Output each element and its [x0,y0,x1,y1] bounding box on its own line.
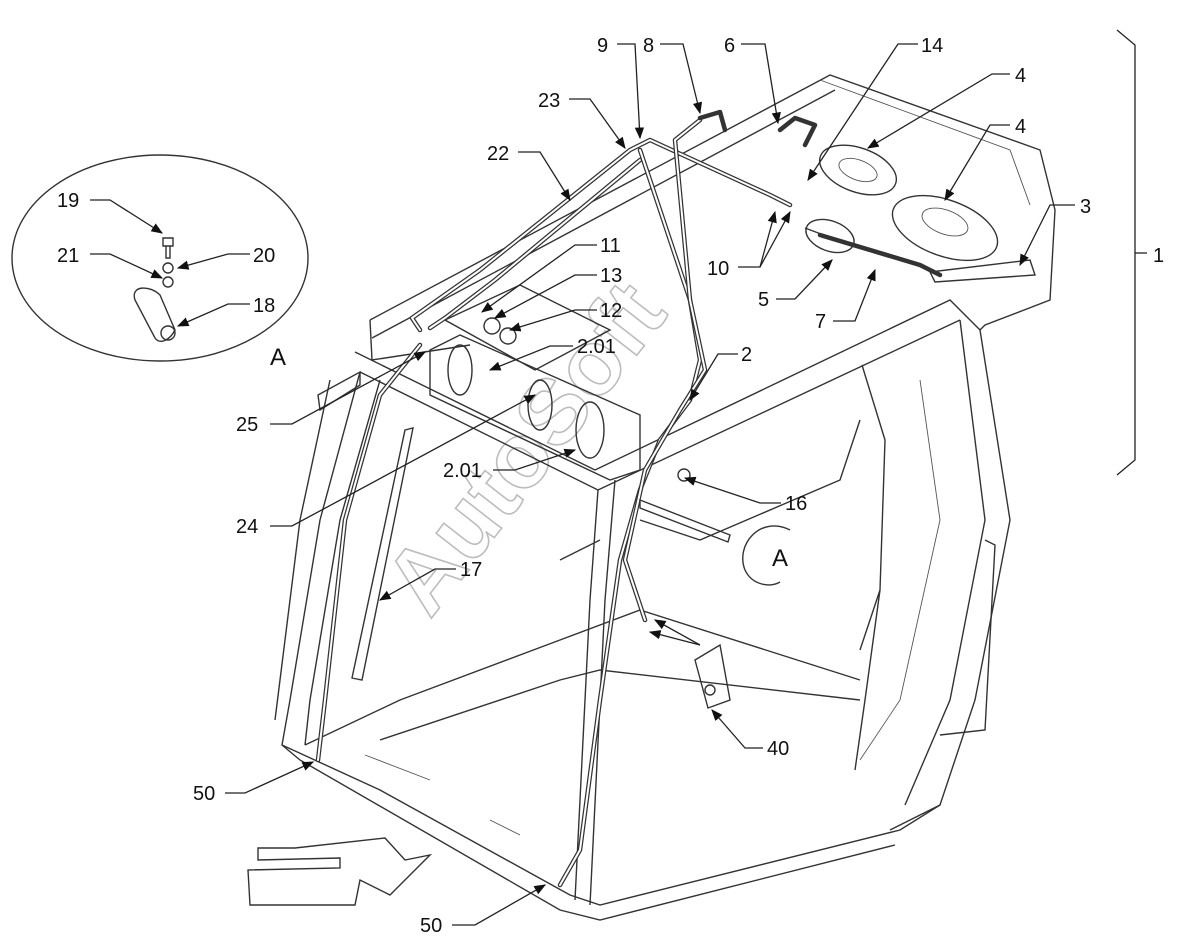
label-23: 23 [538,90,560,112]
label-25: 25 [236,414,258,436]
label-8: 8 [643,35,654,57]
label-201b: 2.01 [443,460,482,482]
label-9: 9 [597,35,608,57]
label-50a: 50 [193,783,215,805]
label-6: 6 [724,35,735,57]
label-10: 10 [707,258,729,280]
label-40: 40 [767,738,789,760]
view-a-circle [742,525,791,586]
label-4b: 4 [1015,116,1026,138]
label-20: 20 [253,245,275,267]
label-12: 12 [600,300,622,322]
label-4a: 4 [1015,65,1026,87]
cab-frame [274,74,1056,921]
label-14: 14 [921,35,943,57]
label-201a: 2.01 [577,336,616,358]
label-11: 11 [600,235,621,257]
label-3: 3 [1080,196,1091,218]
label-1: 1 [1153,245,1164,267]
label-19: 19 [57,190,79,212]
detail-a-bubble [11,154,309,362]
view-label: A [772,545,788,572]
label-13: 13 [600,265,622,287]
label-22: 22 [487,143,509,165]
label-16: 16 [785,493,807,515]
front-direction-arrow [247,837,433,906]
ac-pipes [315,109,943,888]
label-24: 24 [236,516,258,538]
label-18: 18 [253,295,275,317]
label-17: 17 [460,559,482,581]
detail-label: A [270,344,286,371]
label-2: 2 [741,344,752,366]
part-labels: 9 8 6 14 4 4 23 22 3 11 13 12 10 5 7 2.0… [57,35,1091,937]
label-5: 5 [758,289,769,311]
label-21: 21 [57,245,79,267]
label-50b: 50 [420,915,442,937]
label-7: 7 [815,311,826,333]
bracket-1 [1116,29,1136,476]
